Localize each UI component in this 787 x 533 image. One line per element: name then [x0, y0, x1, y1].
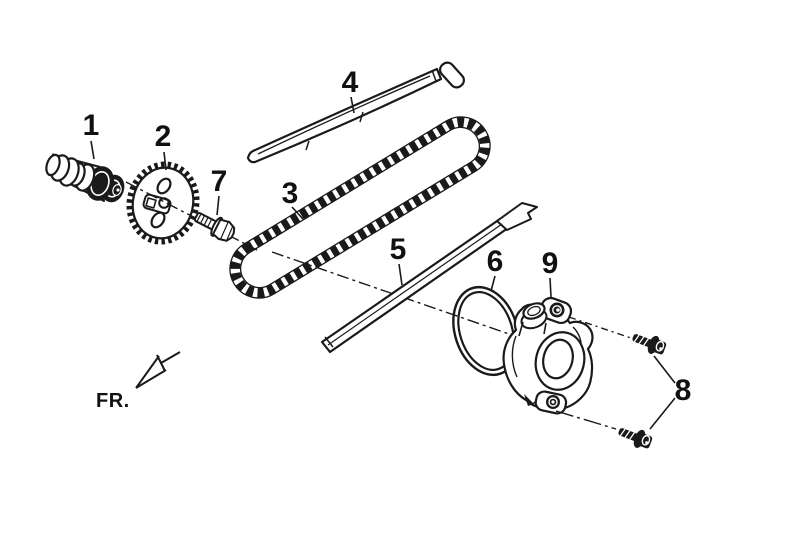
- leader-line-2: [163, 151, 167, 171]
- part-label-2: 2: [154, 120, 172, 153]
- sprocket-hole: [156, 177, 172, 195]
- part-label-6: 6: [486, 245, 504, 278]
- fr-arrow-icon: [135, 351, 181, 389]
- tensioner-assembly-part: [502, 296, 594, 415]
- leader-lines: [90, 96, 676, 430]
- leader-line-1: [90, 140, 95, 160]
- chain-inner-outline: [240, 126, 480, 289]
- part-label-7: 7: [210, 165, 228, 198]
- part-label-4: 4: [341, 66, 359, 99]
- chain-outer-outline: [229, 116, 491, 299]
- flange-bolt-bottom-part: [618, 428, 653, 449]
- sprocket-bolt-part: [193, 212, 236, 242]
- leader-line-9: [549, 277, 552, 298]
- sprocket-teeth: [126, 161, 200, 245]
- chain-links: [230, 117, 490, 298]
- leader-line-7: [216, 195, 220, 216]
- leader-line-6: [490, 275, 496, 292]
- tensioner-guide-part: [320, 202, 538, 354]
- bolt-axis-line-top: [568, 316, 632, 339]
- part-label-9: 9: [541, 247, 559, 280]
- center-axis-line-camshaft: [125, 181, 258, 251]
- cam-chain-part: [229, 116, 491, 299]
- tensioner-window-inner: [542, 338, 574, 380]
- leader-line-4: [350, 96, 355, 114]
- leader-line-8a: [653, 355, 676, 384]
- bolt-axis-line-bottom: [555, 410, 617, 430]
- part-label-5: 5: [389, 233, 407, 266]
- blade-top-tab: [496, 202, 538, 231]
- camshaft-part: [45, 153, 125, 203]
- part-label-3: 3: [281, 177, 299, 210]
- leader-line-3: [291, 206, 304, 220]
- front-marker-label: FR.: [96, 390, 130, 412]
- part-label-8: 8: [674, 374, 692, 407]
- leader-line-8b: [649, 397, 676, 430]
- cam-chain-guide-part: [246, 61, 465, 164]
- part-label-1: 1: [82, 109, 100, 142]
- leader-line-5: [398, 263, 403, 286]
- flange-bolt-top-part: [632, 334, 667, 355]
- guide-foot: [439, 61, 465, 89]
- cam-sprocket-part: [126, 161, 200, 245]
